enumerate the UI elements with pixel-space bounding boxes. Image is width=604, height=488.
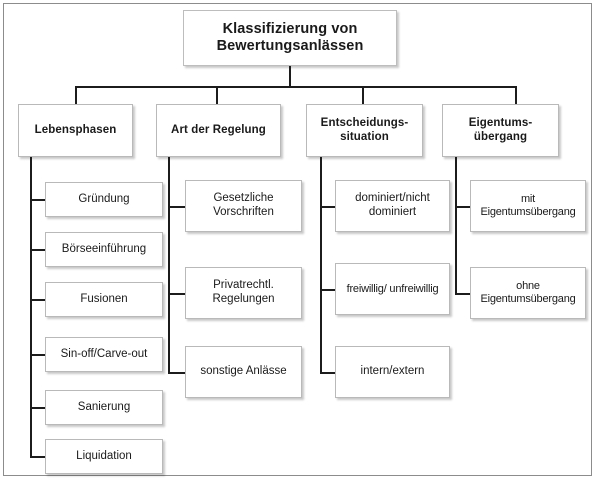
connector-root-stem xyxy=(289,66,291,86)
branch-header-art-der-regelung: Art der Regelung xyxy=(156,104,281,157)
connector-branch-3-2 xyxy=(320,289,335,291)
connector-branch-1-6 xyxy=(30,456,45,458)
connector-branch-2-1 xyxy=(168,206,185,208)
leaf-node-freiwillig-unfreiwillig: freiwillig/ unfreiwillig xyxy=(335,263,450,315)
leaf-node-ohne-eigentumsuebergang: ohne Eigentumsübergang xyxy=(470,267,586,319)
connector-drop-4 xyxy=(515,86,517,104)
leaf-node-boerseeinfuehrung: Börseeinführung xyxy=(45,232,163,267)
connector-branch-3-1 xyxy=(320,206,335,208)
leaf-node-sanierung: Sanierung xyxy=(45,390,163,425)
leaf-node-gesetzliche-vorschriften: Gesetzliche Vorschriften xyxy=(185,180,302,232)
leaf-node-fusionen: Fusionen xyxy=(45,282,163,317)
leaf-node-sonstige-anlaesse: sonstige Anlässe xyxy=(185,346,302,398)
connector-bus xyxy=(75,86,517,88)
connector-trunk-4 xyxy=(455,157,457,295)
branch-header-lebensphasen: Lebensphasen xyxy=(18,104,133,157)
branch-header-eigentumsuebergang: Eigentums- übergang xyxy=(442,104,559,157)
leaf-node-liquidation: Liquidation xyxy=(45,439,163,474)
leaf-node-sinoff-carveout: Sin-off/Carve-out xyxy=(45,337,163,372)
connector-drop-2 xyxy=(216,86,218,104)
leaf-node-gruendung: Gründung xyxy=(45,182,163,217)
connector-trunk-2 xyxy=(168,157,170,373)
root-node: Klassifizierung von Bewertungsanlässen xyxy=(183,10,397,66)
connector-drop-1 xyxy=(75,86,77,104)
connector-branch-3-3 xyxy=(320,372,335,374)
connector-branch-1-4 xyxy=(30,354,45,356)
connector-branch-2-3 xyxy=(168,372,185,374)
leaf-node-mit-eigentumsuebergang: mit Eigentumsübergang xyxy=(470,180,586,232)
leaf-node-privatrechtl-regelungen: Privatrechtl. Regelungen xyxy=(185,267,302,319)
connector-branch-1-5 xyxy=(30,407,45,409)
connector-branch-2-2 xyxy=(168,293,185,295)
branch-header-entscheidungssituation: Entscheidungs- situation xyxy=(306,104,423,157)
connector-branch-1-1 xyxy=(30,199,45,201)
connector-trunk-3 xyxy=(320,157,322,373)
connector-branch-1-2 xyxy=(30,249,45,251)
leaf-node-dominiert-nicht-dominiert: dominiert/nicht dominiert xyxy=(335,180,450,232)
connector-branch-4-1 xyxy=(455,206,470,208)
leaf-node-intern-extern: intern/extern xyxy=(335,346,450,398)
connector-branch-1-3 xyxy=(30,299,45,301)
connector-branch-4-2 xyxy=(455,293,470,295)
connector-drop-3 xyxy=(362,86,364,104)
connector-trunk-1 xyxy=(30,157,32,457)
